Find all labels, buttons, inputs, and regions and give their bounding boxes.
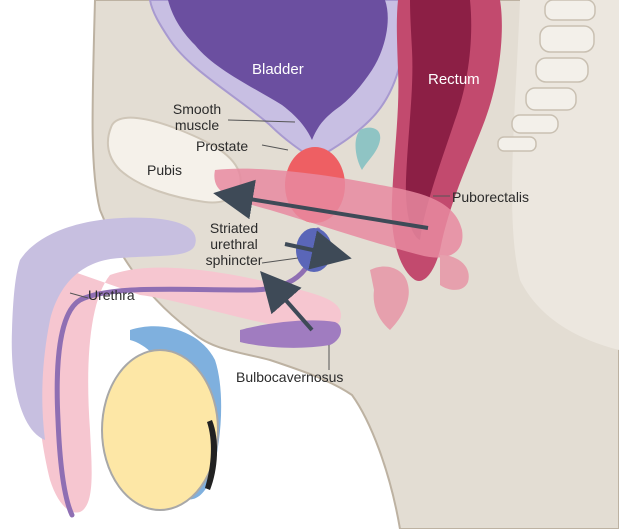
label-striated-urethral-sphincter: Striated urethral sphincter <box>198 220 270 268</box>
leader-lines <box>69 119 450 370</box>
bulbocavernosus-arrow <box>260 270 314 332</box>
label-striated-line1: Striated <box>209 220 259 236</box>
bladder <box>168 0 388 140</box>
label-smooth-muscle-line1: Smooth <box>172 101 222 117</box>
spine <box>497 0 596 152</box>
testis <box>101 349 219 511</box>
label-striated-line3: sphincter <box>205 252 263 268</box>
seminal-vesicle <box>355 127 381 170</box>
puborectalis-arrow <box>213 179 429 230</box>
corpus-cavernosum <box>11 217 196 440</box>
label-smooth-muscle: Smooth muscle <box>162 101 232 133</box>
rectum-inner <box>405 0 472 240</box>
label-urethra: Urethra <box>88 287 135 303</box>
bulbocavernosus-muscle <box>240 320 342 348</box>
label-rectum: Rectum <box>428 71 480 88</box>
sphincter-arrow <box>284 230 352 270</box>
label-pubis: Pubis <box>147 162 183 178</box>
label-puborectalis: Puborectalis <box>452 189 530 205</box>
label-smooth-muscle-line2: muscle <box>174 117 220 133</box>
label-bladder: Bladder <box>252 61 304 78</box>
perineal-tissue <box>440 255 469 290</box>
anal-sphincter <box>370 266 409 330</box>
label-striated-line2: urethral <box>210 236 258 252</box>
body-silhouette <box>91 0 619 529</box>
label-bulbocavernosus: Bulbocavernosus <box>236 369 344 385</box>
label-prostate: Prostate <box>196 138 249 154</box>
testis-dark-edge <box>205 420 218 490</box>
